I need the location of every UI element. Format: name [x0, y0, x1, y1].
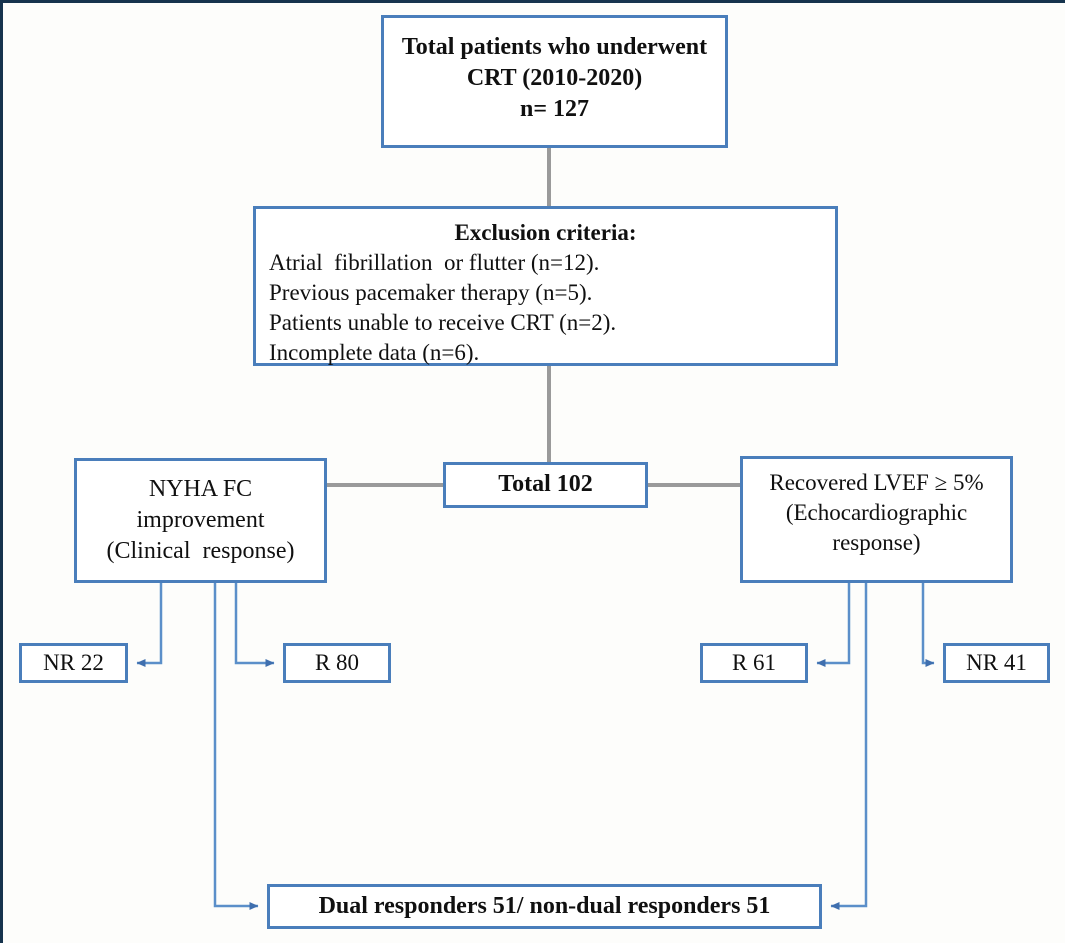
connector-nyha-to-dual [213, 583, 259, 910]
lvef-line-2: (Echocardiographic [785, 499, 968, 525]
node-total-102[interactable]: Total 102 [443, 462, 648, 508]
r-80-label: R 80 [314, 650, 360, 676]
node-exclusion-criteria[interactable]: Exclusion criteria: Atrial fibrillation … [253, 206, 838, 366]
exclusion-item-2: Previous pacemaker therapy (n=5). [269, 279, 593, 305]
exclusion-title: Exclusion criteria: [454, 220, 637, 245]
nyha-line-3: (Clinical response) [106, 538, 295, 565]
r-61-label: R 61 [731, 650, 777, 676]
nr-22-label: NR 22 [43, 650, 104, 676]
nyha-line-1: NYHA FC [148, 475, 253, 502]
exclusion-item-4: Incomplete data (n=6). [269, 339, 480, 365]
node-nr-41[interactable]: NR 41 [943, 643, 1050, 683]
total-patients-line-3: n= 127 [519, 96, 590, 123]
node-r-61[interactable]: R 61 [700, 643, 808, 683]
node-dual-responders[interactable]: Dual responders 51/ non-dual responders … [267, 884, 822, 929]
lvef-line-1: Recovered LVEF ≥ 5% [769, 470, 984, 495]
exclusion-item-3: Patients unable to receive CRT (n=2). [269, 309, 617, 335]
node-nr-22[interactable]: NR 22 [19, 643, 128, 683]
nr-41-label: NR 41 [966, 650, 1027, 676]
node-total-patients[interactable]: Total patients who underwent CRT (2010-2… [381, 15, 728, 148]
exclusion-item-1: Atrial fibrillation or flutter (n=12). [269, 249, 600, 275]
lvef-line-3: response) [832, 529, 921, 555]
connector-nyha-to-nr22 [136, 583, 163, 667]
connector-lvef-to-nr41 [921, 583, 935, 667]
connector-nyha-to-r80 [234, 583, 275, 667]
node-recovered-lvef[interactable]: Recovered LVEF ≥ 5% (Echocardiographic r… [740, 456, 1013, 583]
nyha-line-2: improvement [136, 506, 265, 533]
connector-lvef-to-r61 [816, 583, 851, 667]
node-r-80[interactable]: R 80 [283, 643, 391, 683]
total-patients-line-1: Total patients who underwent [401, 34, 708, 60]
connector-lvef-to-dual [830, 583, 868, 910]
dual-responders-label: Dual responders 51/ non-dual responders … [318, 892, 771, 919]
total-patients-line-2: CRT (2010-2020) [466, 65, 643, 92]
total-102-label: Total 102 [498, 471, 593, 498]
node-nyha-fc-improvement[interactable]: NYHA FC improvement (Clinical response) [74, 458, 327, 583]
